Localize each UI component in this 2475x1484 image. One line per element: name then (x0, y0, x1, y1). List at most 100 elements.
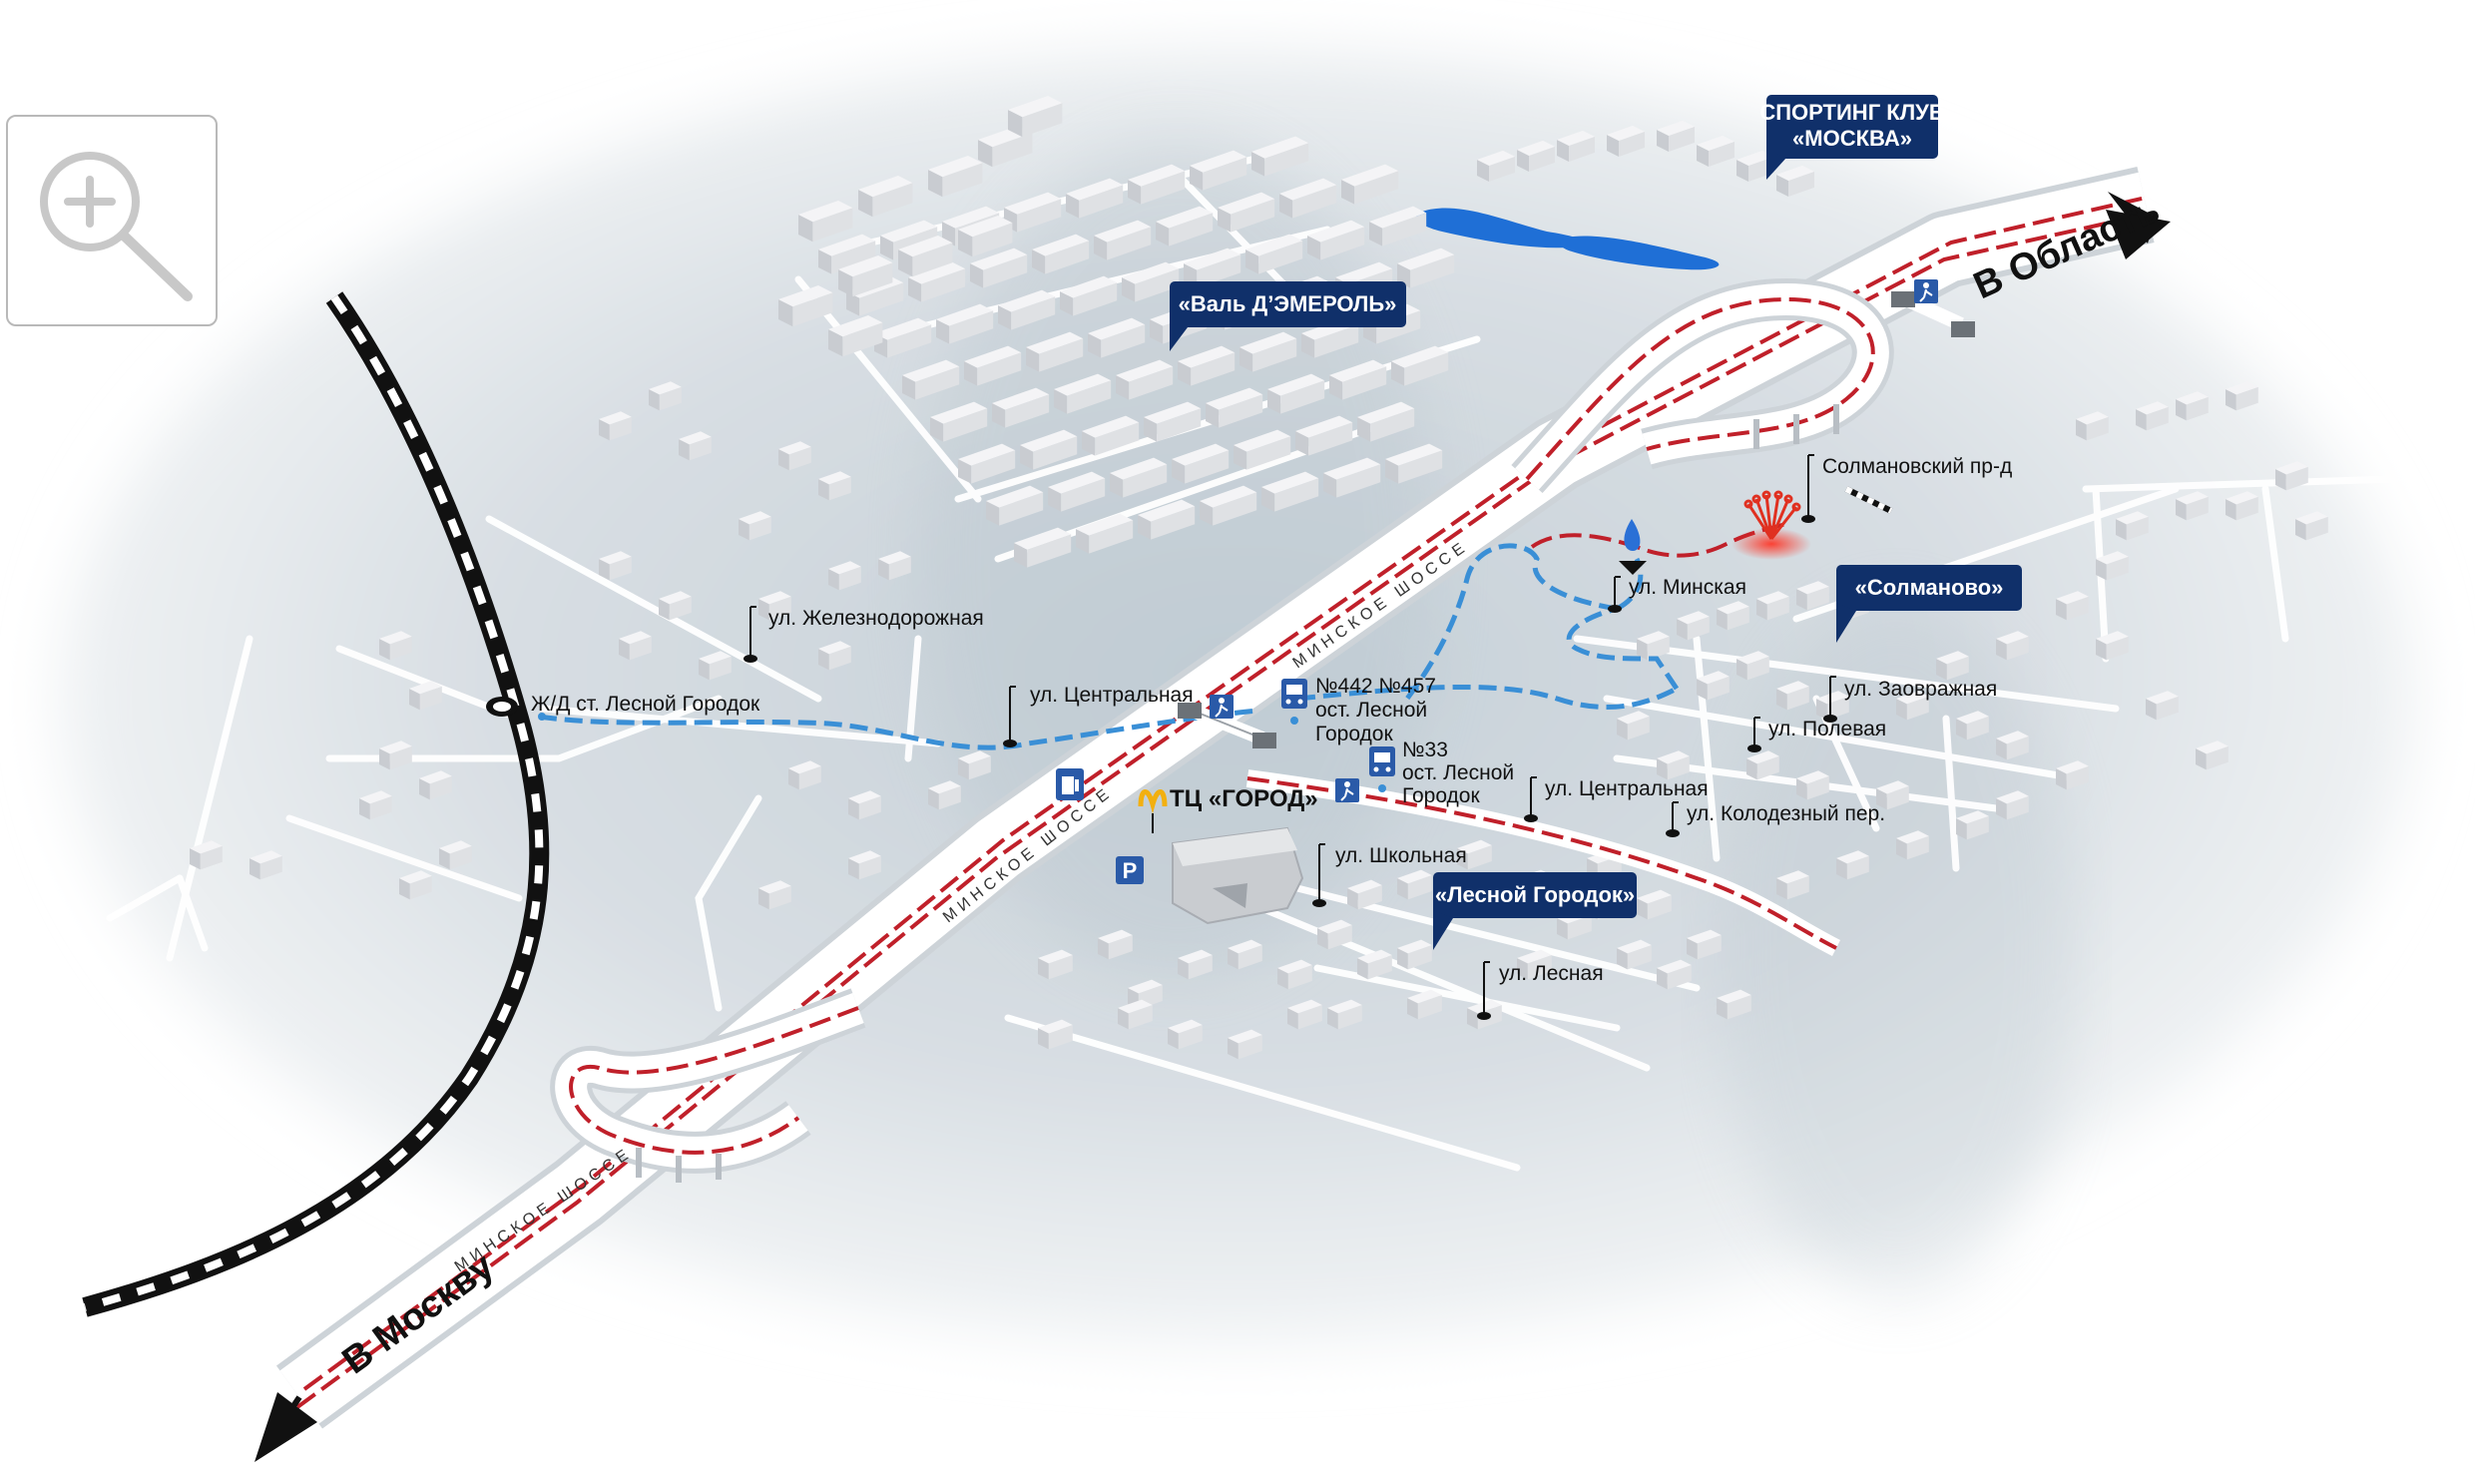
callout-lesnoy[interactable]: «Лесной Городок» (1433, 872, 1637, 950)
building-block (848, 790, 881, 820)
building-block (1776, 870, 1809, 900)
street-pin-base (1823, 715, 1837, 723)
building-block (659, 591, 692, 621)
building-block (930, 401, 988, 442)
label-polevaya: ул. Полевая (1768, 718, 1886, 741)
destination-burst[interactable] (1732, 490, 1811, 560)
bus-stop-2[interactable]: №33 ост. Лесной Городок (1369, 739, 1514, 807)
street-pins (743, 454, 1837, 1020)
building-block (1110, 457, 1168, 498)
building-block (1088, 317, 1146, 358)
building-block (1996, 790, 2029, 820)
building-block (1756, 591, 1789, 621)
callout-sporting-club-line2: «МОСКВА» (1792, 126, 1912, 151)
building-block (1116, 359, 1174, 400)
fuel-station[interactable] (1056, 768, 1084, 800)
building-block (2226, 491, 2258, 521)
building-block (1397, 869, 1432, 900)
bus-stop-1-name1: ост. Лесной (1315, 699, 1427, 722)
building-block (1517, 949, 1552, 980)
building-block (1295, 415, 1353, 456)
building-block (778, 441, 811, 471)
zoom-in-button[interactable] (6, 115, 218, 326)
building-block (1341, 164, 1399, 205)
building-block (1391, 345, 1449, 386)
street-pin-base (1524, 814, 1538, 822)
label-tsentralnaya-west: ул. Центральная (1030, 684, 1194, 707)
interchange-east (1511, 277, 1894, 494)
street-pin-base (1608, 605, 1622, 613)
pedestrian-crossing-east[interactable] (1914, 279, 1938, 303)
building-block (1200, 485, 1257, 526)
mall-name: ТЦ «ГОРОД» (1170, 785, 1318, 812)
zoom-in-icon (40, 152, 193, 301)
pedestrian-crossing-west[interactable] (1210, 695, 1234, 719)
building-block (1228, 939, 1262, 970)
callout-solmanovo[interactable]: «Солманово» (1836, 565, 2022, 643)
direction-arrows (254, 192, 2171, 1462)
building-block (1776, 165, 1814, 197)
building-block (1094, 220, 1152, 260)
building-block (2295, 511, 2328, 541)
callout-sporting-club[interactable]: СПОРТИНГ КЛУБ «МОСКВА» (1759, 95, 1945, 180)
building-block (379, 631, 412, 661)
bus-stop-2-route: №33 (1402, 739, 1448, 761)
building-block (1776, 681, 1809, 711)
building-block (1038, 949, 1073, 980)
ponds (1415, 208, 1720, 270)
building-block (2096, 551, 2129, 581)
building-block (1477, 150, 1515, 182)
building-block (958, 443, 1016, 484)
building-block (2056, 760, 2089, 790)
street-pin-base (1666, 829, 1680, 837)
label-railway-station: Ж/Д ст. Лесной Городок (531, 693, 760, 716)
destination-burst-icon (1743, 490, 1801, 540)
label-tsentralnaya-east: ул. Центральная (1545, 777, 1709, 800)
building-block (1048, 471, 1106, 512)
building-block (1385, 443, 1443, 484)
building-block (1054, 373, 1112, 414)
building-block (986, 485, 1044, 526)
building-block (1206, 387, 1263, 428)
mall-label[interactable]: ТЦ «ГОРОД» (1138, 785, 1318, 833)
building-block (970, 247, 1028, 288)
building-block (419, 770, 452, 800)
building-block (2176, 391, 2209, 421)
building-block (1122, 261, 1180, 302)
building-block (1076, 513, 1134, 554)
mcdonalds-icon (1138, 789, 1168, 814)
building-block (619, 631, 652, 661)
railway-station-symbol[interactable] (486, 697, 546, 721)
building-block (908, 261, 966, 302)
building-block (1245, 234, 1303, 274)
street-pin-base (743, 655, 757, 663)
building-block (1118, 999, 1153, 1030)
parking-letter: P (1123, 858, 1138, 883)
building-block (1637, 889, 1672, 920)
building-block (359, 790, 392, 820)
pedestrian-crossing-south[interactable] (1335, 778, 1359, 802)
building-block (878, 551, 911, 581)
building-block (788, 760, 821, 790)
callout-valdemerol[interactable]: «Валь Д’ЭМЕРОЛЬ» (1170, 281, 1406, 351)
building-block (1557, 130, 1595, 162)
bus-stop-1[interactable]: №442 №457 ост. Лесной Городок (1281, 675, 1436, 745)
building-block (409, 681, 442, 711)
parking-icon (1116, 856, 1144, 884)
building-block (1617, 939, 1652, 970)
building-block (1178, 345, 1236, 386)
building-block (1357, 401, 1415, 442)
building-block (1796, 581, 1829, 611)
building-block (1657, 959, 1692, 990)
building-block (2056, 591, 2089, 621)
barrier (1844, 486, 1893, 514)
building-block (936, 303, 994, 344)
building-block (1896, 830, 1929, 860)
building-block (1347, 879, 1382, 910)
parking[interactable]: P (1116, 856, 1144, 884)
building-block (898, 236, 953, 277)
interchange-west (550, 988, 866, 1183)
building-block (249, 850, 282, 880)
